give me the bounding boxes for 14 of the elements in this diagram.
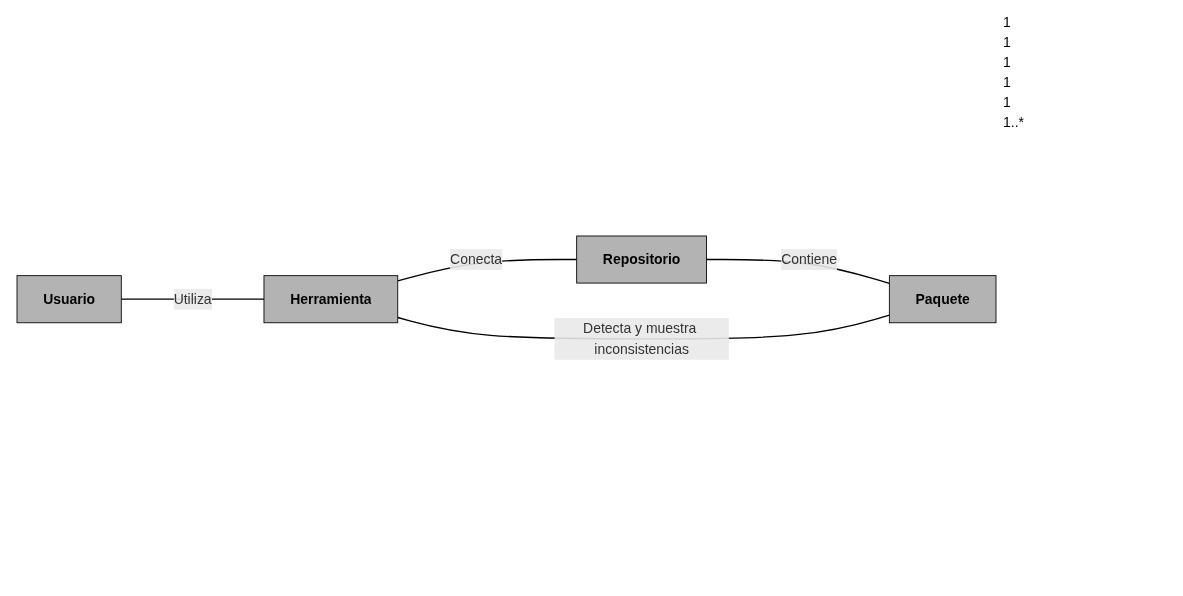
multiplicity-label: 1 [1003, 94, 1012, 110]
multiplicity-label: 1..* [1003, 114, 1025, 130]
node-box: Herramienta [263, 275, 399, 324]
multiplicity-label: 1 [1003, 34, 1012, 50]
node-box: Paquete [888, 275, 997, 324]
edge-label: Detecta y muestra inconsistencias [583, 320, 697, 357]
edge-label: Utiliza [173, 291, 212, 307]
multiplicity-label: 1 [1003, 14, 1012, 30]
edge-label: Conecta [450, 251, 503, 267]
node-box: Usuario [16, 275, 122, 324]
multiplicity-label: 1 [1003, 54, 1012, 70]
multiplicity-label: 1 [1003, 74, 1012, 90]
node-box: Repositorio [576, 235, 707, 284]
edge-label: Contiene [781, 251, 838, 267]
